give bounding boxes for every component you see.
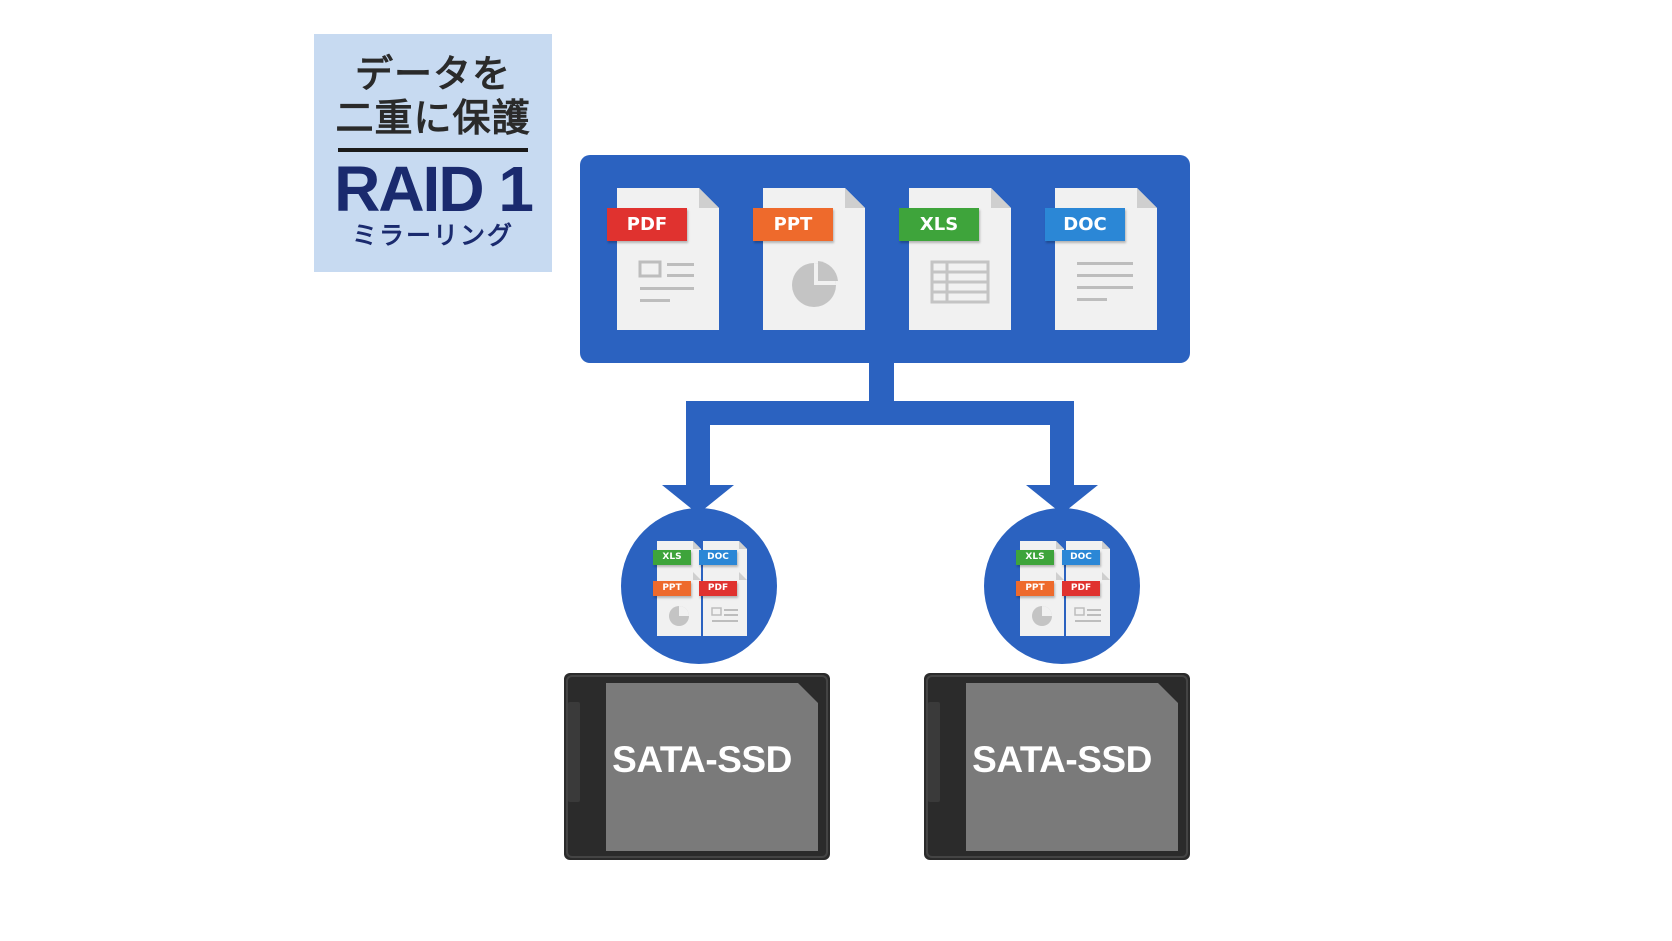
file-type-tag: XLS (1016, 550, 1054, 565)
connector-crossbar (686, 401, 1074, 425)
file-type-tag: PDF (1062, 581, 1100, 596)
ssd-drive-right: SATA-SSD (924, 673, 1190, 864)
source-files-panel: PDF PPT XLS (580, 155, 1190, 363)
pie-chart-icon (792, 261, 838, 307)
raid-level-label: RAID 1 (334, 153, 534, 225)
pie-chart-icon (669, 606, 689, 626)
ssd-label: SATA-SSD (972, 739, 1152, 780)
title-line-2: 二重に保護 (335, 96, 531, 140)
pie-chart-icon (1032, 606, 1052, 626)
connector-left-drop (686, 401, 710, 487)
text-lines-icon (1077, 262, 1133, 301)
file-type-tag: XLS (653, 550, 691, 565)
arrow-down-left-icon (662, 485, 734, 514)
file-type-tag: DOC (1062, 550, 1100, 565)
mirroring-label: ミラーリング (351, 221, 514, 250)
ssd-drive-left: SATA-SSD (564, 673, 830, 864)
connector-stem (869, 360, 894, 406)
file-type-tag: DOC (699, 550, 737, 565)
file-type-tag: PDF (699, 581, 737, 596)
file-type-tag: XLS (899, 208, 979, 241)
title-divider (338, 148, 528, 152)
arrow-down-right-icon (1026, 485, 1098, 514)
table-grid-icon (930, 260, 990, 304)
file-type-tag: PDF (607, 208, 687, 241)
file-type-tag: PPT (1016, 581, 1054, 596)
file-type-tag: PPT (653, 581, 691, 596)
file-type-tag: DOC (1045, 208, 1125, 241)
form-lines-icon (638, 260, 694, 302)
title-box: データを 二重に保護 RAID 1 ミラーリング (314, 34, 552, 272)
file-type-tag: PPT (753, 208, 833, 241)
connector-right-drop (1050, 401, 1074, 487)
form-lines-icon (711, 607, 738, 622)
mirror-copy-right: XLS DOC PPT PDF (984, 508, 1140, 664)
form-lines-icon (1074, 607, 1101, 622)
ssd-label: SATA-SSD (612, 739, 792, 780)
title-line-1: データを (354, 52, 511, 96)
mirror-copy-left: XLS DOC PPT PDF (621, 508, 777, 664)
